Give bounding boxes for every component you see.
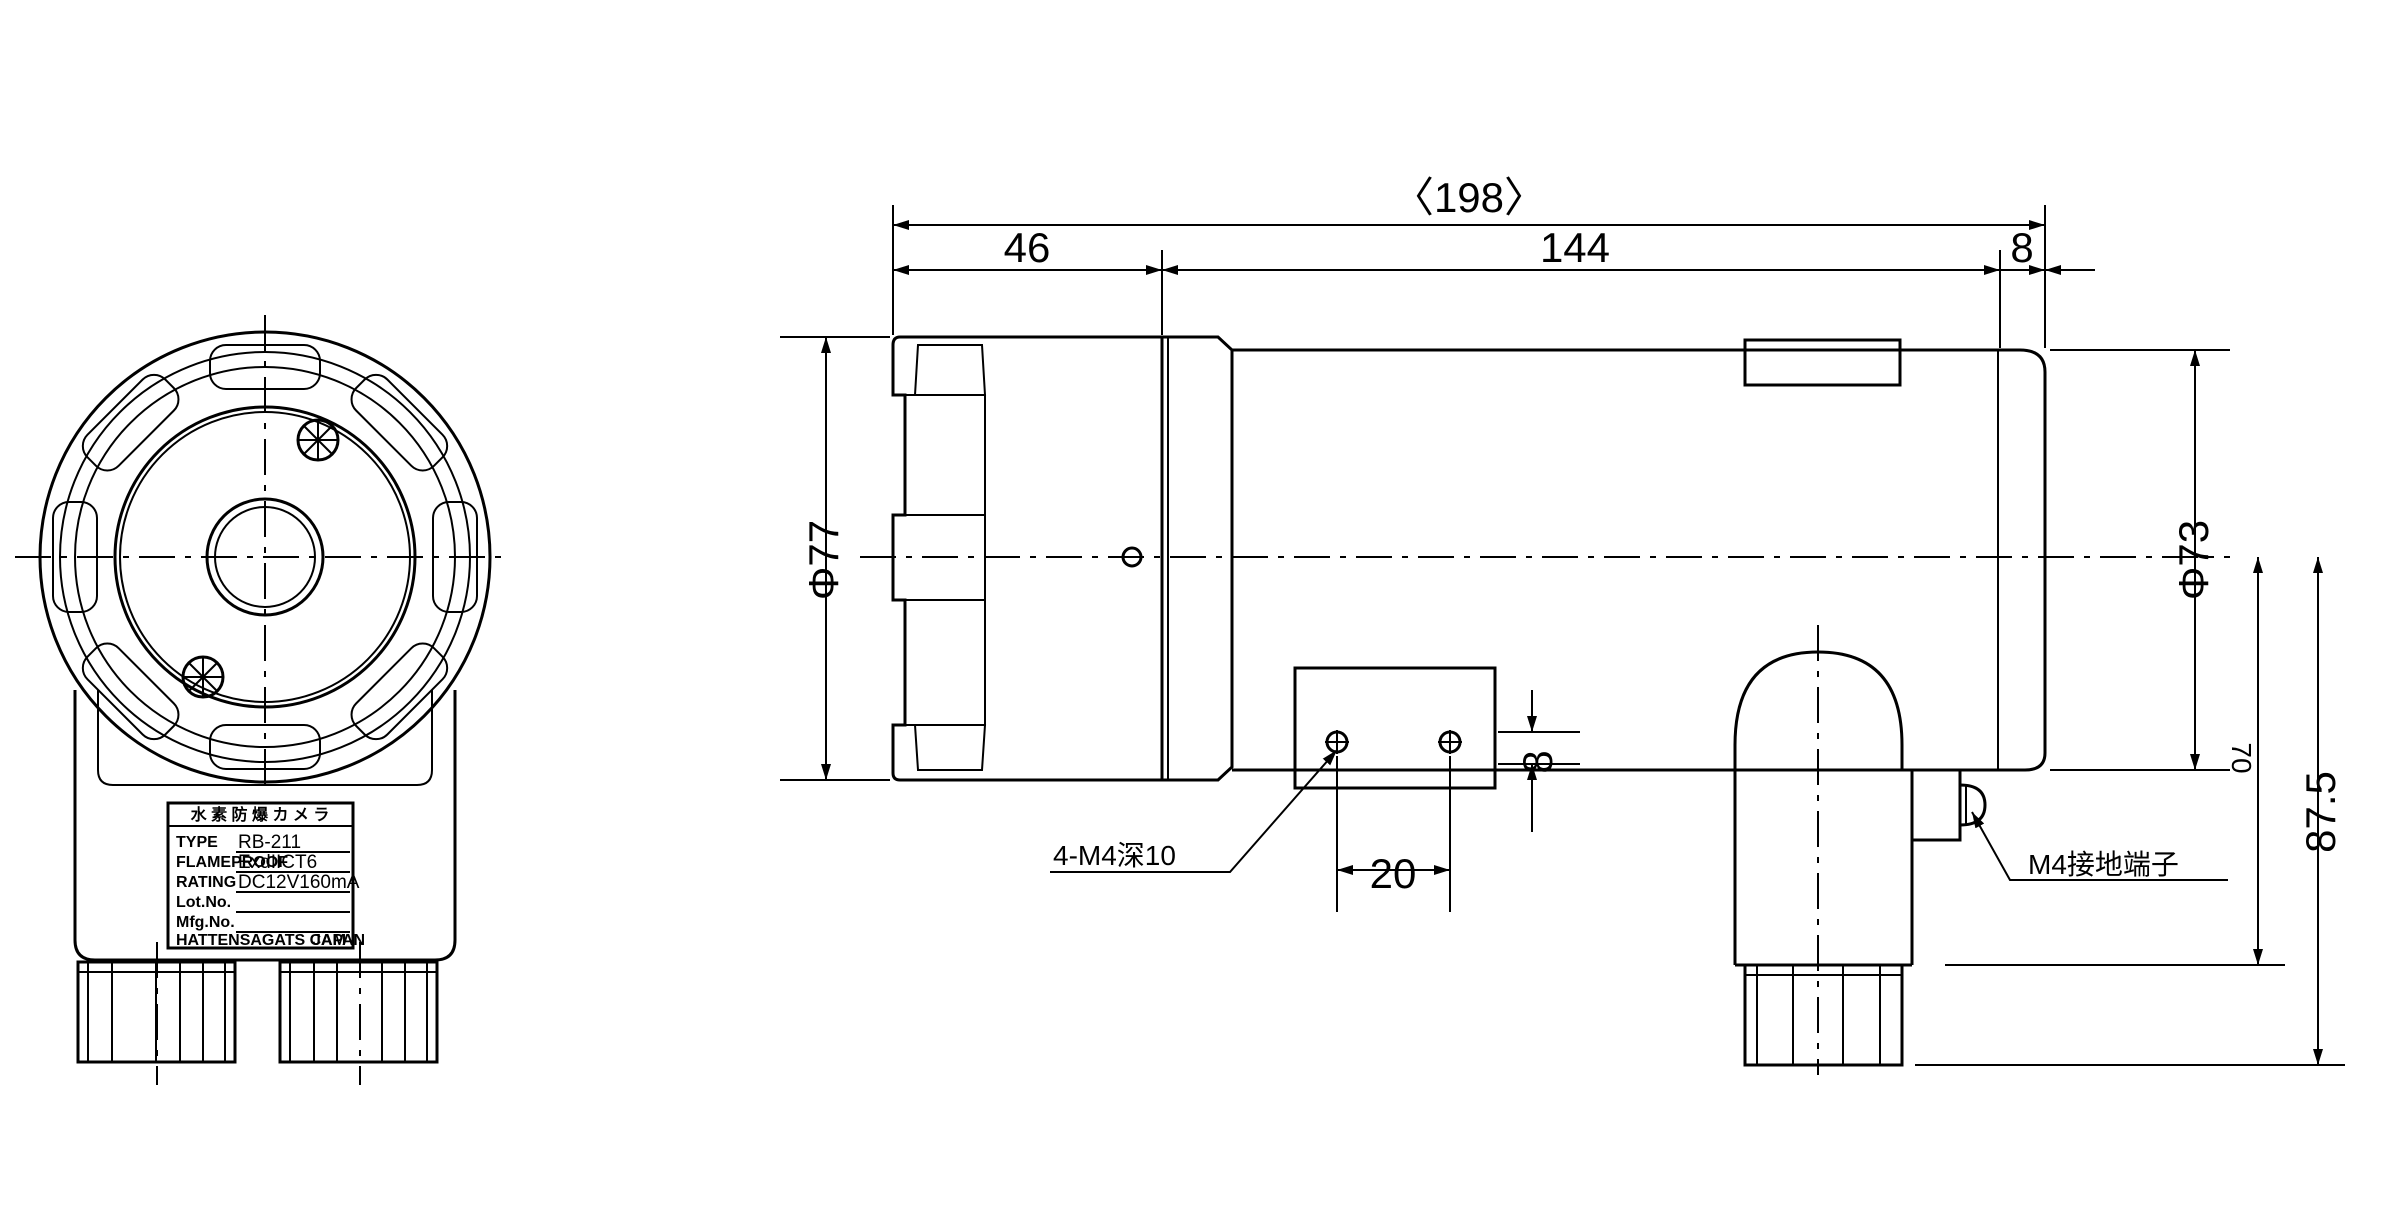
dimension-labels: 〈198〉 46 144 8 Φ77 Φ73 70 87.5 20 8 4-M4… <box>800 174 2344 897</box>
grip-ribs <box>52 344 478 770</box>
nameplate-label-lot: Lot.No. <box>176 894 231 911</box>
nameplate-maker: HATTENSAGATS CAM <box>176 932 346 949</box>
dim-hole-height: 8 <box>1514 750 1561 773</box>
cable-gland-right <box>278 960 439 1064</box>
nameplate: 水 素 防 爆 カ メ ラ TYPE RB-211 FLAMEPROOF Exd… <box>166 801 365 950</box>
screw-icon <box>296 418 340 462</box>
dim-body-length: 144 <box>1540 224 1610 271</box>
front-view: 水 素 防 爆 カ メ ラ TYPE RB-211 FLAMEPROOF Exd… <box>15 315 510 1085</box>
nameplate-value-rating: DC12V160mA <box>238 872 360 893</box>
nameplate-label-flameproof: FLAMEPROOF <box>176 854 288 871</box>
nameplate-origin: JAPAN <box>312 932 365 949</box>
dim-rear-diameter: Φ73 <box>2170 520 2217 600</box>
nameplate-value-flameproof: ExdIICT6 <box>238 852 317 873</box>
nameplate-label-type: TYPE <box>176 834 218 851</box>
nameplate-title: 水 素 防 爆 カ メ ラ <box>191 805 330 824</box>
dim-hole-pitch: 20 <box>1370 850 1417 897</box>
dim-center-to-base: 70 <box>2226 742 2257 773</box>
cable-gland-side <box>1743 963 1904 1067</box>
dim-rear-length: 8 <box>2010 224 2033 271</box>
nameplate-label-rating: RATING <box>176 874 236 891</box>
dim-total-height: 87.5 <box>2297 771 2344 853</box>
callout-ground-terminal: M4接地端子 <box>2028 849 2179 880</box>
dim-overall-length: 〈198〉 <box>1392 174 1546 221</box>
nameplate-value-type: RB-211 <box>238 832 301 853</box>
dim-front-length: 46 <box>1004 224 1051 271</box>
nameplate-label-mfg: Mfg.No. <box>176 914 235 931</box>
callout-mount-holes: 4-M4深10 <box>1053 840 1176 871</box>
dimension-lines <box>780 205 2345 1066</box>
screw-icon <box>181 655 225 699</box>
side-view <box>860 335 2230 1075</box>
dim-front-diameter: Φ77 <box>800 520 847 600</box>
